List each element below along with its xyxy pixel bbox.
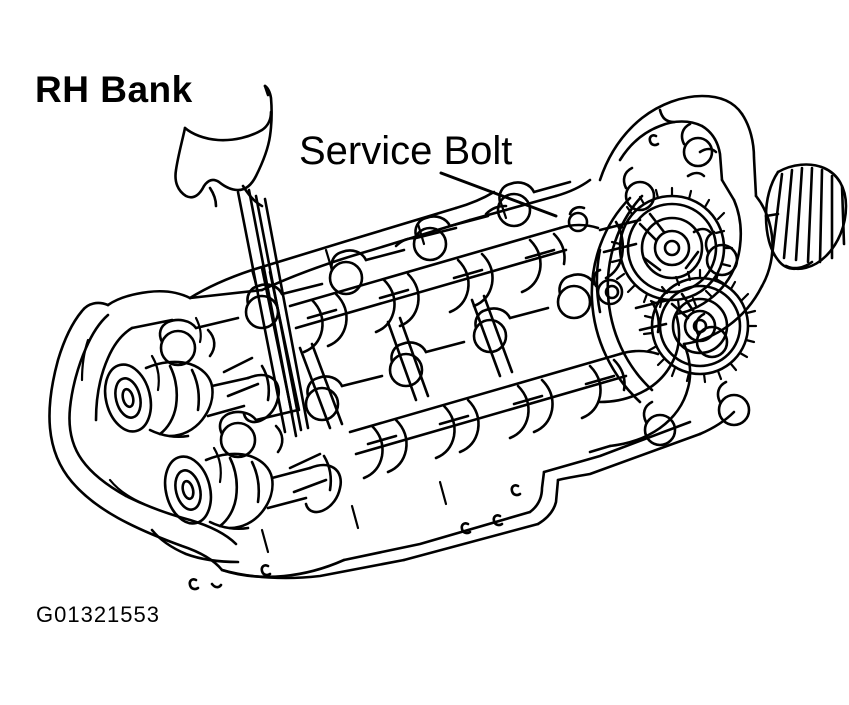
cylinder-head-cover-outline <box>48 288 346 579</box>
camshaft-lobe-upper-left <box>103 360 281 439</box>
camshaft-bearing-caps-upper <box>158 180 572 367</box>
intake-camshaft <box>288 226 568 354</box>
timing-sprocket-upper <box>610 186 734 310</box>
camshaft-bearing-caps-lower <box>218 273 596 459</box>
head-mounting-flange <box>188 410 736 591</box>
plug-details <box>567 205 624 306</box>
valve-cover-ribs <box>206 294 514 494</box>
figure-id-label: G01321553 <box>36 602 160 627</box>
timing-chain <box>590 194 654 404</box>
camshaft-lobe-lower-left <box>163 452 343 531</box>
splined-pulley <box>764 163 848 271</box>
misc-edge-lines <box>80 198 508 554</box>
service-bolt-label: Service Bolt <box>299 129 513 173</box>
exhaust-camshaft <box>348 352 628 480</box>
wrench-shaft <box>236 188 310 438</box>
rh-bank-label: RH Bank <box>35 69 193 110</box>
camshaft-right-hubs <box>558 218 670 356</box>
timing-chain-cover-housing <box>588 94 774 454</box>
